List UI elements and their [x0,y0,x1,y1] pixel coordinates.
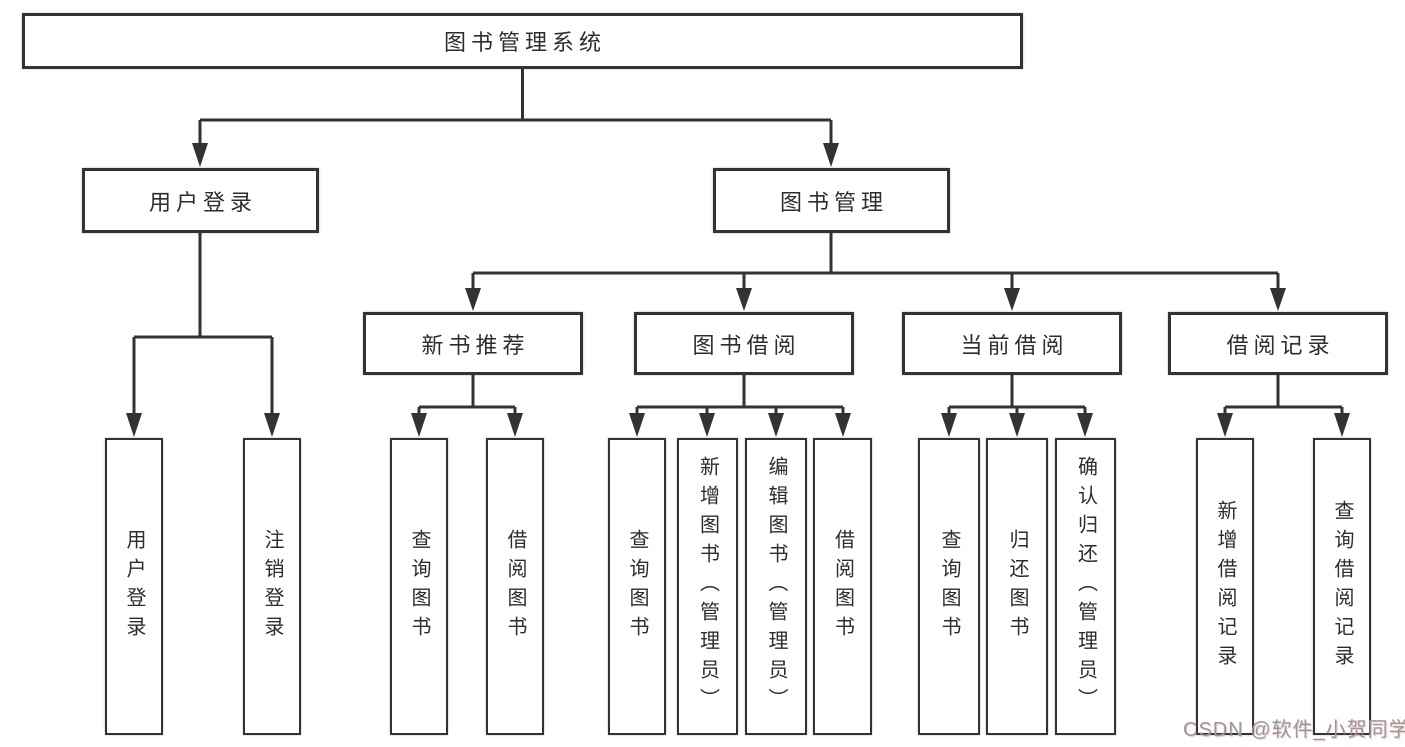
leaf-add-books-admin: 新增图书（管理员） [677,438,738,735]
node-label: 图书管理系统 [443,30,606,55]
leaf-label: 查询图书 [938,528,960,645]
leaf-label: 查询借阅记录 [1331,499,1353,674]
leaf-label: 归还图书 [1006,528,1028,645]
node-label: 用户登录 [148,189,257,215]
leaf-label: 借阅图书 [831,528,854,645]
leaf-query-borrow-record: 查询借阅记录 [1313,438,1371,735]
node-borrowing-records: 借阅记录 [1168,312,1388,375]
leaf-label: 查询图书 [626,528,648,645]
node-label: 当前借阅 [960,332,1069,358]
leaf-edit-books-admin: 编辑图书（管理员） [745,438,807,735]
leaf-label: 借阅图书 [504,528,526,645]
leaf-label: 注销登录 [261,528,283,645]
node-label: 图书借阅 [692,332,801,358]
leaf-query-books-recommend: 查询图书 [390,438,448,735]
node-new-book-recommendation: 新书推荐 [363,312,583,375]
leaf-add-borrow-record: 新增借阅记录 [1196,438,1254,735]
leaf-label: 新增借阅记录 [1214,499,1236,674]
leaf-borrow-books: 借阅图书 [813,438,872,735]
leaf-confirm-return-admin: 确认归还（管理员） [1055,438,1116,735]
leaf-user-login: 用户登录 [105,438,163,735]
leaf-query-books-borrowing: 查询图书 [608,438,666,735]
leaf-return-books: 归还图书 [986,438,1048,735]
node-user-login: 用户登录 [82,168,319,233]
leaf-label: 确认归还（管理员） [1074,456,1097,717]
node-label: 借阅记录 [1226,332,1335,358]
node-book-management: 图书管理 [713,168,950,233]
leaf-logout: 注销登录 [243,438,301,735]
node-label: 新书推荐 [421,332,530,358]
node-current-borrowing: 当前借阅 [902,312,1122,375]
leaf-label: 新增图书（管理员） [696,456,719,717]
arrowheads [126,143,1350,437]
node-label: 图书管理 [779,189,888,215]
node-library-management-system: 图书管理系统 [22,13,1023,69]
leaf-query-books-current: 查询图书 [918,438,980,735]
csdn-watermark: CSDN @软件_小贺同学 [1183,719,1405,741]
node-book-borrowing: 图书借阅 [634,312,854,375]
leaf-label: 用户登录 [123,528,145,645]
leaf-label: 查询图书 [408,528,430,645]
leaf-label: 编辑图书（管理员） [765,456,787,717]
leaf-borrow-books-recommend: 借阅图书 [486,438,544,735]
